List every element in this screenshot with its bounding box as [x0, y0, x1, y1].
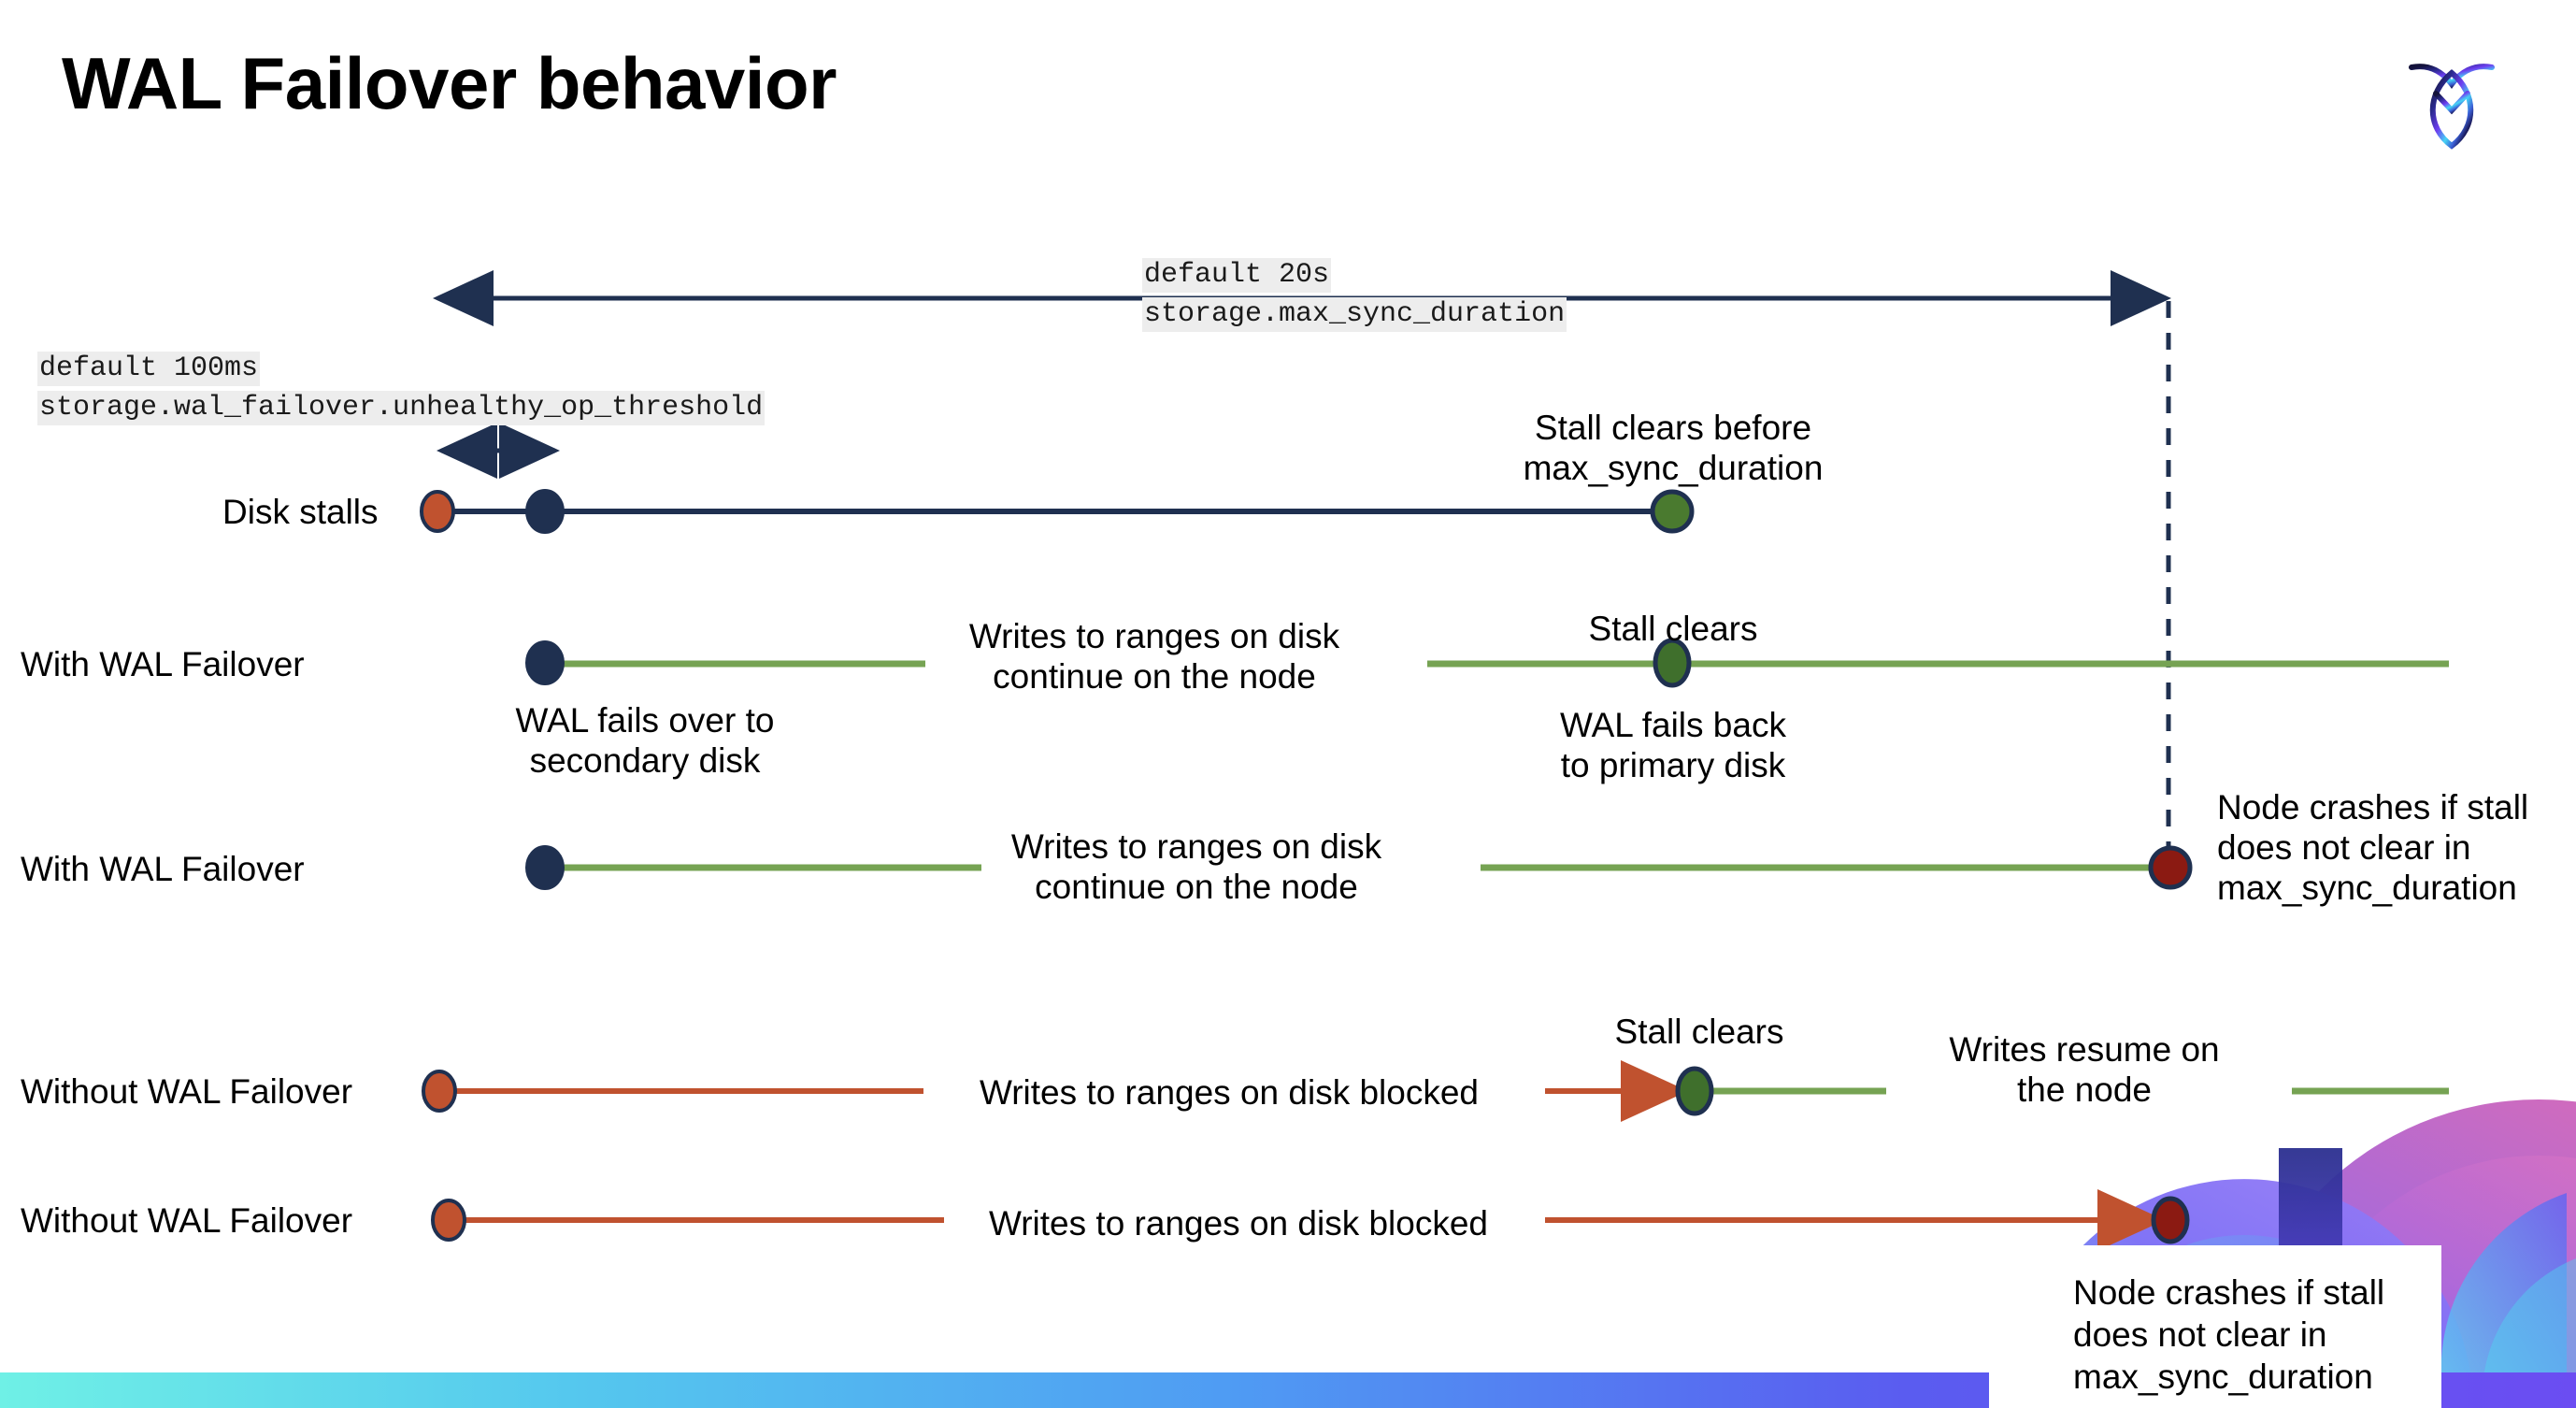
annotation-stall-clears-row4: Stall clears — [1614, 1013, 1784, 1051]
annotation-writes-blocked-row4: Writes to ranges on disk blocked — [979, 1073, 1480, 1112]
row-disk-stalls-track — [420, 489, 1695, 534]
annotation-stall-clears-row2: Stall clears — [1588, 610, 1758, 648]
annotation-node-crashes-row3: Node crashes if stall does not clear in … — [2217, 788, 2529, 907]
marker-node-crash — [2148, 845, 2193, 890]
row-label-with-wal-failover-2: With WAL Failover — [21, 850, 305, 888]
annotation-writes-continue-row2: Writes to ranges on disk continue on the… — [968, 617, 1340, 696]
row-with-wal-failover-1-track — [525, 638, 2449, 688]
annotation-stall-clears-before: Stall clears before max_sync_duration — [1523, 409, 1824, 487]
unhealthy-op-setting-label: storage.wal_failover.unhealthy_op_thresh… — [37, 391, 766, 425]
row-label-without-wal-failover-2: Without WAL Failover — [21, 1201, 353, 1240]
marker-failover-trigger — [525, 640, 565, 685]
row-with-wal-failover-2-track — [525, 845, 2193, 890]
annotation-writes-continue-row3: Writes to ranges on disk continue on the… — [1010, 827, 1382, 906]
marker-node-crash — [2151, 1196, 2190, 1244]
page-title: WAL Failover behavior — [62, 42, 837, 124]
annotation-wal-fails-over: WAL fails over to secondary disk — [515, 701, 775, 780]
row-label-with-wal-failover-1: With WAL Failover — [21, 645, 305, 683]
marker-stall-cleared — [1650, 489, 1695, 534]
annotation-wal-fails-back: WAL fails back to primary disk — [1560, 706, 1786, 784]
marker-failover-trigger — [525, 845, 565, 890]
row-label-disk-stalls: Disk stalls — [222, 493, 379, 531]
marker-stall-cleared — [1675, 1066, 1714, 1116]
marker-stall-start — [431, 1199, 466, 1242]
max-sync-setting-label: storage.max_sync_duration — [1142, 297, 1567, 332]
row-label-without-wal-failover-1: Without WAL Failover — [21, 1072, 353, 1111]
annotation-writes-blocked-row5: Writes to ranges on disk blocked — [988, 1204, 1489, 1243]
node-crash-callout-text: Node crashes if stall does not clear in … — [2073, 1273, 2385, 1397]
unhealthy-op-default-label: default 100ms — [37, 352, 261, 386]
marker-stall-start — [420, 490, 455, 533]
max-sync-default-label: default 20s — [1142, 258, 1332, 293]
marker-stall-start — [422, 1070, 457, 1113]
row-without-wal-failover-1-track — [422, 1060, 2449, 1122]
marker-stall-cleared — [1653, 638, 1692, 688]
marker-failover-trigger — [525, 489, 565, 534]
annotation-writes-resume-row4: Writes resume on the node — [1949, 1030, 2220, 1109]
node-crash-callout-box: Node crashes if stall does not clear in … — [1989, 1245, 2441, 1408]
row-without-wal-failover-2-track — [431, 1189, 2190, 1251]
cockroachdb-logo-icon — [2409, 64, 2495, 150]
